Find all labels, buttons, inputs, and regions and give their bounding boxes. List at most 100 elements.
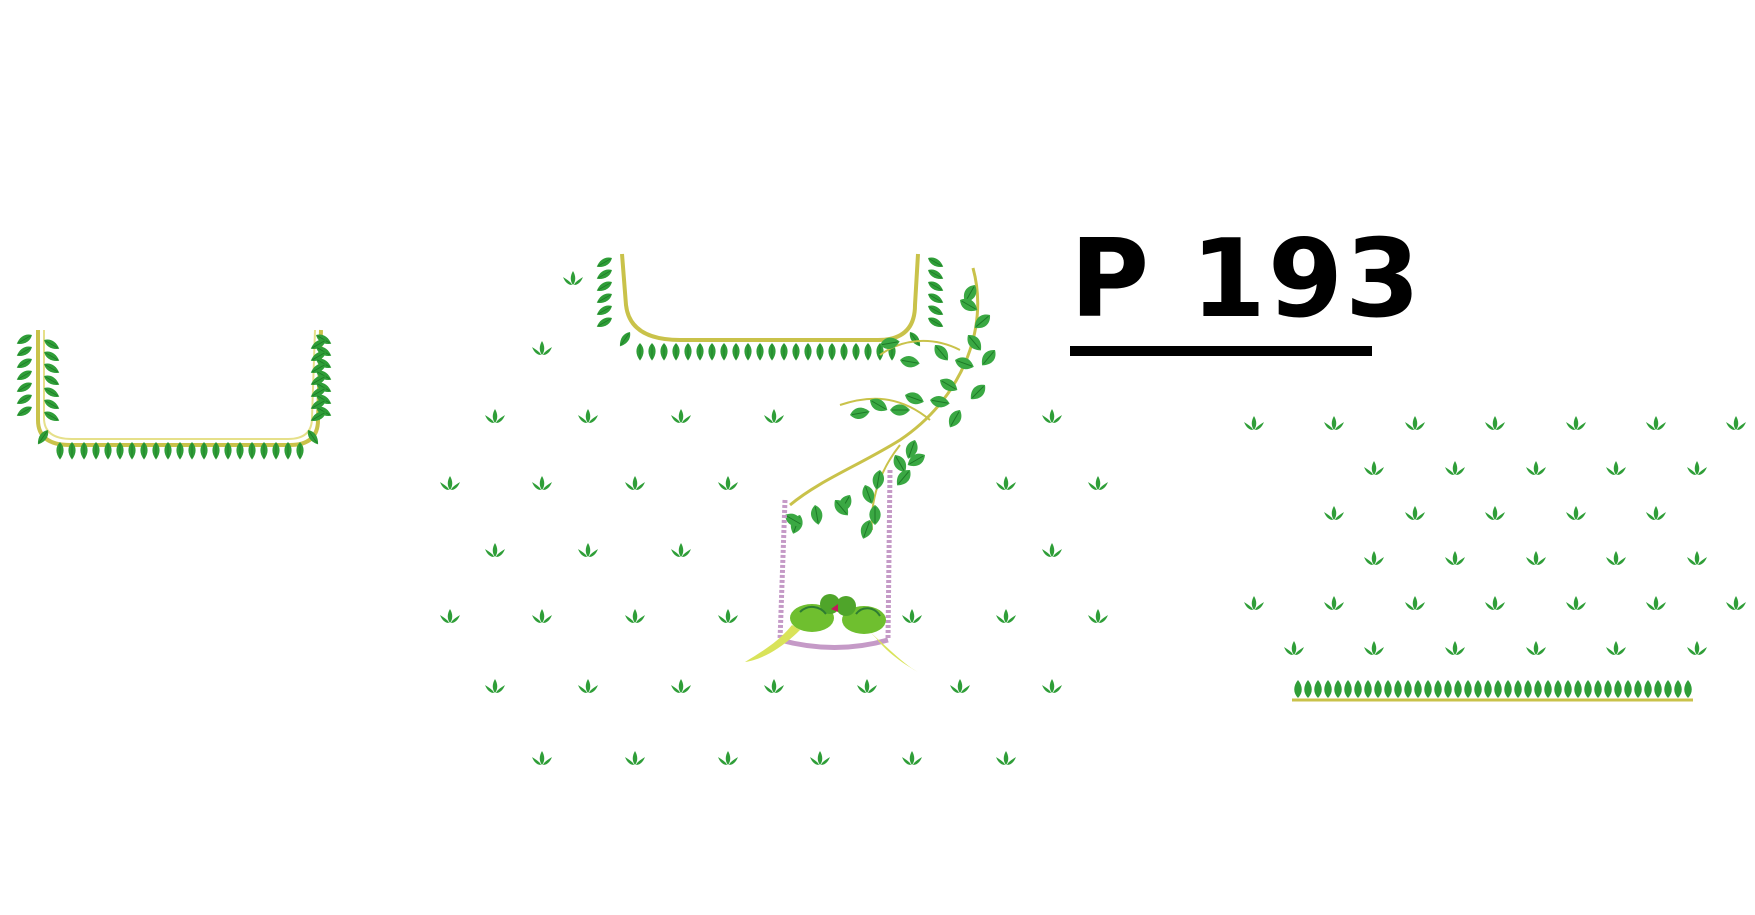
buti-icon: [1646, 596, 1666, 610]
border-leaf-icon: [1414, 680, 1422, 698]
vine-leaf-icon: [898, 353, 922, 370]
buti-icon: [950, 679, 970, 693]
leaf-icon: [41, 360, 62, 377]
leaf-icon: [768, 342, 776, 362]
leaf-icon: [594, 278, 615, 295]
leaf-icon: [636, 342, 644, 362]
leaf-icon: [14, 403, 35, 420]
border-leaf-icon: [1664, 680, 1672, 698]
border-leaf-icon: [1424, 680, 1432, 698]
border-leaf-icon: [1644, 680, 1652, 698]
buti-icon: [1088, 476, 1108, 490]
buti-icon: [671, 679, 691, 693]
buti-icon: [996, 476, 1016, 490]
vine-leaf-icon: [808, 503, 825, 527]
leaf-icon: [732, 342, 740, 362]
buti-icon: [996, 751, 1016, 765]
buti-icon: [1042, 679, 1062, 693]
vine-leaf-icon: [966, 380, 990, 404]
buti-icon: [1405, 416, 1425, 430]
leaf-icon: [852, 342, 860, 362]
buti-icon: [1606, 641, 1626, 655]
leaf-icon: [14, 367, 35, 384]
leaf-icon: [925, 254, 946, 271]
hem-leaf-border: [1294, 680, 1692, 698]
buti-icon: [810, 751, 830, 765]
buti-icon: [1324, 596, 1344, 610]
border-leaf-icon: [1594, 680, 1602, 698]
border-leaf-icon: [1674, 680, 1682, 698]
border-leaf-icon: [1444, 680, 1452, 698]
border-leaf-icon: [1454, 680, 1462, 698]
parrot-left: [745, 594, 845, 662]
border-leaf-icon: [1324, 680, 1332, 698]
leaf-icon: [41, 372, 62, 389]
buti-icon: [1687, 641, 1707, 655]
buti-icon: [1405, 506, 1425, 520]
leaf-icon: [780, 342, 788, 362]
leaf-icon: [648, 342, 656, 362]
leaf-icon: [594, 314, 615, 331]
leaf-icon: [840, 342, 848, 362]
buti-icon: [718, 751, 738, 765]
leaf-icon: [14, 379, 35, 396]
neckline-stem: [36, 329, 323, 447]
buti-icon: [1324, 416, 1344, 430]
buti-icon: [1646, 416, 1666, 430]
leaf-icon: [14, 391, 35, 408]
leaf-icon: [594, 302, 615, 319]
buti-icon: [1042, 543, 1062, 557]
buti-icon: [1324, 506, 1344, 520]
border-leaf-icon: [1584, 680, 1592, 698]
buti-icon: [578, 679, 598, 693]
border-leaf-icon: [1604, 680, 1612, 698]
buti-icon: [1526, 461, 1546, 475]
buti-icon: [625, 476, 645, 490]
vine-branch: [781, 267, 1000, 542]
leaf-icon: [14, 343, 35, 360]
buti-icon: [764, 679, 784, 693]
buti-icon: [532, 609, 552, 623]
buti-icon: [563, 271, 583, 285]
leaf-icon: [720, 342, 728, 362]
leaf-icon: [594, 290, 615, 307]
buti-icon: [578, 543, 598, 557]
buti-icon: [1687, 461, 1707, 475]
border-leaf-icon: [1504, 680, 1512, 698]
buti-icon: [532, 476, 552, 490]
buti-icon: [1606, 551, 1626, 565]
buti-icon: [671, 409, 691, 423]
buti-icon: [1088, 609, 1108, 623]
border-leaf-icon: [1404, 680, 1412, 698]
leaf-icon: [925, 278, 946, 295]
border-leaf-icon: [1474, 680, 1482, 698]
leaf-icon: [744, 342, 752, 362]
buti-icon: [1726, 596, 1746, 610]
leaf-icon: [925, 290, 946, 307]
buti-icon: [1445, 641, 1465, 655]
vine-leaf-icon: [952, 354, 977, 373]
buti-icon: [1244, 596, 1264, 610]
border-leaf-icon: [1384, 680, 1392, 698]
leaf-icon: [684, 342, 692, 362]
border-leaf-icon: [1354, 680, 1362, 698]
border-leaf-icon: [1294, 680, 1302, 698]
buti-icon: [1244, 416, 1264, 430]
buti-icon: [532, 341, 552, 355]
design-code-underline: [1070, 346, 1372, 356]
buti-icon: [764, 409, 784, 423]
buti-icon: [485, 543, 505, 557]
buti-icon: [1042, 409, 1062, 423]
border-leaf-icon: [1394, 680, 1402, 698]
buti-icon: [1687, 551, 1707, 565]
leaf-icon: [41, 384, 62, 401]
buti-icon: [1284, 641, 1304, 655]
buti-icon: [440, 476, 460, 490]
leaf-icon: [14, 331, 35, 348]
buti-icon: [1364, 551, 1384, 565]
buti-icon: [1485, 506, 1505, 520]
leaf-icon: [660, 342, 668, 362]
leaf-icon: [594, 266, 615, 283]
border-leaf-icon: [1564, 680, 1572, 698]
